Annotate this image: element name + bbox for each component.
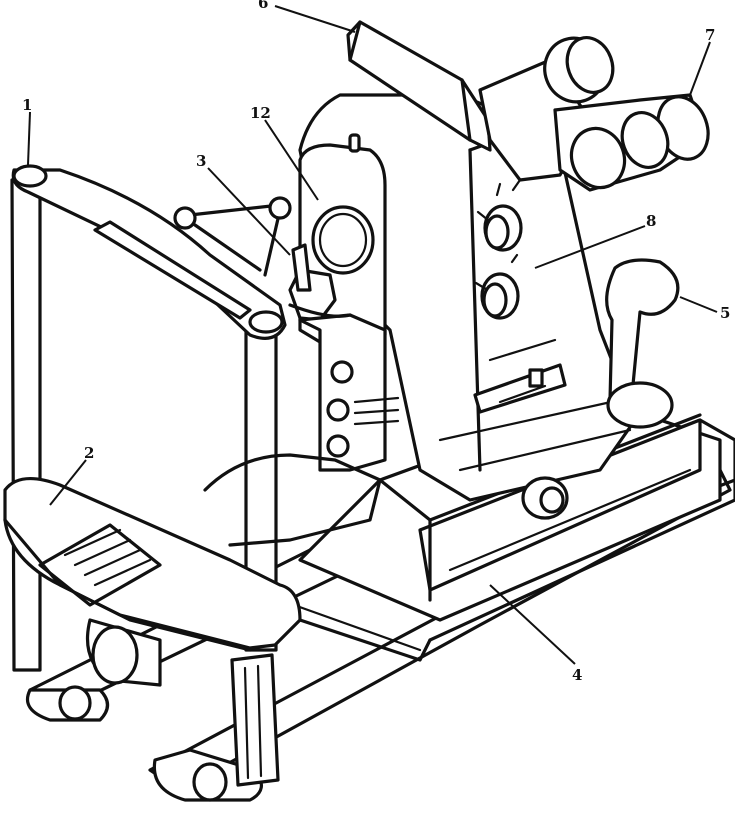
rail-end-rollers: [28, 620, 262, 800]
callout-12: 12: [250, 104, 271, 122]
callout-8: 8: [646, 212, 656, 230]
callout-3: 3: [196, 152, 206, 170]
eyepieces: [480, 30, 716, 195]
callout-1: 1: [22, 96, 32, 114]
callout-2: 2: [84, 444, 94, 462]
callout-7: 7: [705, 26, 715, 44]
callout-4: 4: [572, 666, 582, 684]
joystick: [607, 260, 678, 427]
callout-5: 5: [720, 304, 730, 322]
callout-6: 6: [258, 0, 268, 12]
